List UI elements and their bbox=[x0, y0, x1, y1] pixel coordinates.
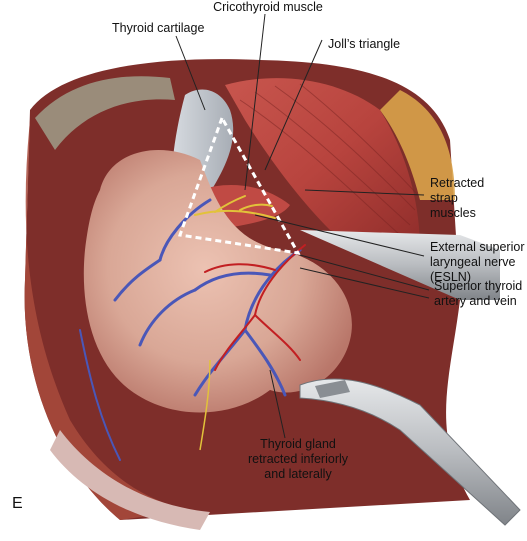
label-jolls-triangle: Joll’s triangle bbox=[328, 37, 401, 51]
label-thyroid-gland: Thyroid gland retracted inferiorly and l… bbox=[238, 437, 358, 482]
label-line: strap bbox=[430, 191, 458, 205]
retractor-right bbox=[300, 230, 500, 300]
label-line: External superior bbox=[430, 240, 525, 254]
retractor-left bbox=[35, 76, 175, 150]
forceps bbox=[299, 378, 521, 526]
label-cricothyroid-muscle: Cricothyroid muscle bbox=[213, 0, 323, 14]
surrounding-tissue bbox=[24, 120, 190, 520]
label-line: muscles bbox=[430, 206, 476, 220]
veins bbox=[79, 198, 302, 461]
label-line: laryngeal nerve bbox=[430, 255, 516, 269]
label-line: and laterally bbox=[264, 467, 332, 481]
forceps-grip bbox=[315, 380, 350, 398]
label-line: artery and vein bbox=[434, 294, 517, 308]
panel-letter: E bbox=[12, 495, 23, 512]
esln-nerve bbox=[194, 195, 276, 219]
leader-lines bbox=[175, 13, 430, 439]
label-line: (ESLN) bbox=[430, 270, 471, 284]
muscle-fibers bbox=[239, 83, 419, 236]
label-esln: External superior laryngeal nerve (ESLN) bbox=[430, 240, 525, 285]
jolls-triangle-outline bbox=[177, 114, 301, 255]
label-superior-thyroid-artery-vein: Superior thyroid artery and vein bbox=[434, 279, 522, 309]
label-line: Superior thyroid bbox=[434, 279, 523, 293]
skin-flap bbox=[50, 430, 210, 530]
recurrent-nerve bbox=[199, 359, 211, 451]
label-line: retracted inferiorly bbox=[247, 452, 349, 466]
fat-tissue bbox=[380, 90, 455, 200]
label-retracted-strap-muscles: Retracted strap muscles bbox=[430, 176, 484, 221]
label-thyroid-cartilage: Thyroid cartilage bbox=[112, 21, 205, 35]
thyroid-gland-shape bbox=[83, 150, 352, 413]
label-line: Thyroid gland bbox=[260, 437, 336, 451]
label-line: Retracted bbox=[430, 176, 485, 190]
